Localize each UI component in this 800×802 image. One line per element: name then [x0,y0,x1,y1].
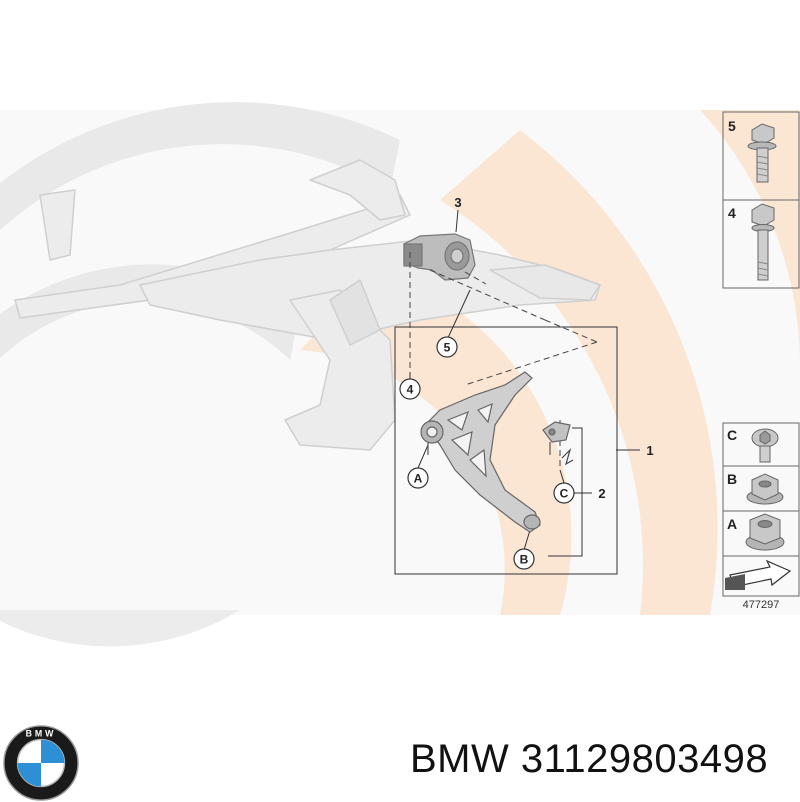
assembly-box [394,326,618,575]
subframe-illustration [14,159,601,451]
svg-text:4: 4 [407,383,414,397]
torx-screw-icon [751,428,779,463]
callout-3: 3 [454,195,461,210]
svg-text:A: A [414,472,423,486]
arrow-symbol-icon [725,559,792,590]
flange-nut-icon [746,473,784,505]
panel-label-4: 4 [728,205,736,221]
watermark-background [0,102,800,647]
callout-2: 2 [598,486,605,501]
callout-4: 4 [399,378,421,400]
svg-text:B: B [520,553,529,567]
panel-label-a: A [727,516,737,532]
svg-text:C: C [560,487,569,501]
bmw-logo-icon: BMW [3,725,79,801]
callout-1: 1 [646,443,653,458]
svg-text:5: 5 [444,341,451,355]
panel-label-5: 5 [728,118,736,134]
side-panel-bottom: C B A 477297 [722,422,800,611]
rubber-mount-bracket [403,233,476,281]
control-arm-illustration [420,371,541,533]
collar-nut-icon [745,513,785,551]
footer-part-label: BMW 31129803498 [410,737,769,781]
callout-a: A [407,467,429,489]
dashed-guide-lines [409,252,598,470]
svg-text:BMW: BMW [26,729,57,739]
callout-c: C [553,482,575,504]
leader-lines [409,209,640,557]
panel-label-b: B [727,471,737,487]
ball-joint-illustration [542,421,574,466]
diagram-code: 477297 [743,599,780,611]
hex-bolt-icon [751,203,775,281]
callout-5: 5 [436,336,458,358]
bolt-with-washer-icon [747,123,777,183]
callout-b: B [513,548,535,570]
side-panel-top: 5 4 [722,111,800,289]
panel-label-c: C [727,427,737,443]
